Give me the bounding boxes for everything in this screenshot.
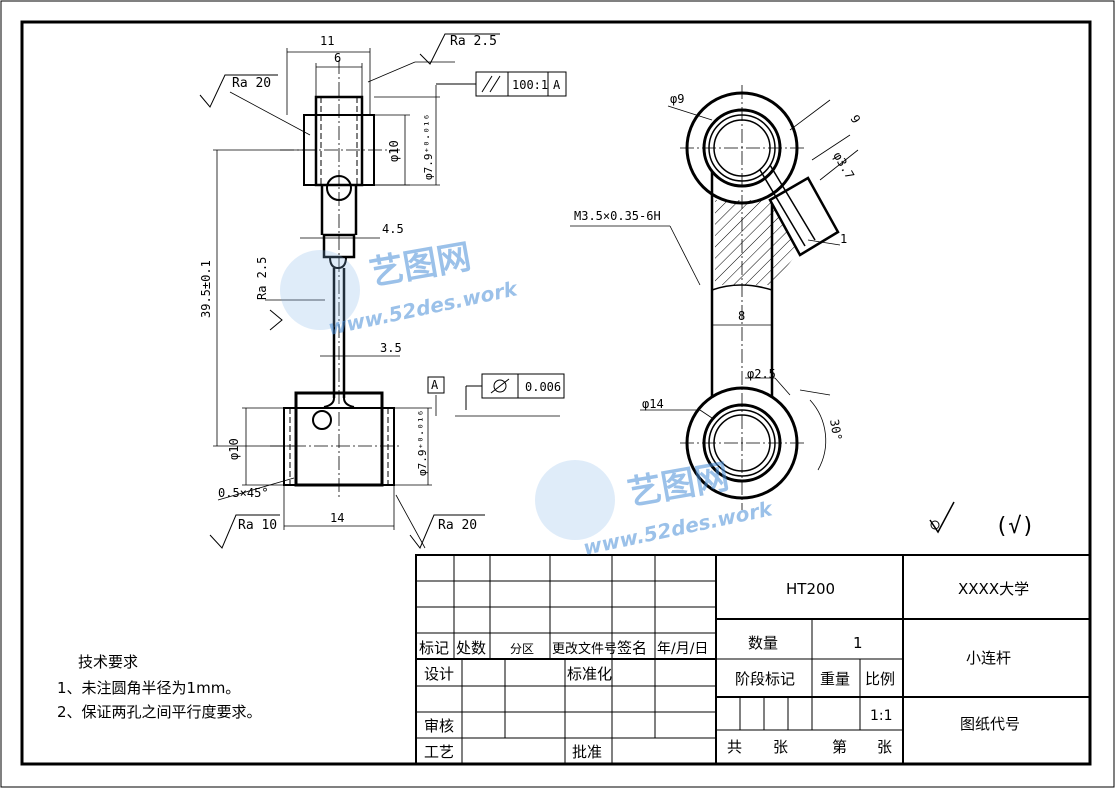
notes-title: 技术要求 — [78, 653, 138, 671]
tb-scale: 比例 — [865, 670, 895, 688]
tb-count: 处数 — [456, 639, 486, 657]
front-dim-text: 11 6 Ra 2.5 Ra 20 100:1 A φ10 φ7.9⁺⁰·⁰¹⁶… — [199, 34, 561, 533]
tb-review: 审核 — [424, 717, 454, 735]
ra-bottom-right: Ra 20 — [438, 518, 477, 533]
thread-spec: M3.5×0.35-6H — [574, 209, 661, 223]
dim-3-5: 3.5 — [380, 341, 402, 355]
tolerance-frames — [427, 71, 567, 410]
d10-top: φ10 — [387, 140, 401, 162]
title-block-text: HT200 XXXX大学 标记 处数 分区 更改文件号 签名 年/月/日 数量 … — [419, 580, 1029, 761]
watermark-brand-1: 艺图网 — [367, 237, 474, 294]
tb-sheet2: 张 — [877, 738, 892, 756]
tb-process: 工艺 — [424, 743, 454, 761]
cylindricity-tol: 0.006 — [525, 380, 561, 394]
title-block-lines — [415, 554, 1091, 765]
material: HT200 — [786, 580, 835, 598]
notes-item-2: 2、保证两孔之间平行度要求。 — [57, 703, 262, 721]
d79-top: φ7.9⁺⁰·⁰¹⁶ — [422, 114, 435, 180]
angle-30: 30° — [827, 418, 845, 442]
dim-9: 9 — [847, 113, 863, 126]
tb-weight: 重量 — [820, 670, 850, 688]
notes-item-1: 1、未注圆角半径为1mm。 — [57, 679, 240, 697]
d10-bottom: φ10 — [227, 438, 241, 460]
ra-left-top: Ra 20 — [232, 76, 271, 91]
tb-sign: 签名 — [617, 639, 647, 657]
side-dims — [570, 99, 859, 471]
tb-drawing-no: 图纸代号 — [960, 715, 1020, 733]
tb-scale-value: 1:1 — [870, 708, 893, 724]
dim-4-5: 4.5 — [382, 222, 404, 236]
dim-14: 14 — [330, 511, 344, 525]
tb-design: 设计 — [424, 665, 454, 683]
tb-mark: 标记 — [419, 639, 449, 657]
parallel-datum: A — [553, 78, 561, 92]
d2-5: φ2.5 — [747, 367, 776, 381]
datum-a: A — [431, 378, 439, 392]
dim-6: 6 — [334, 51, 341, 65]
d14: φ14 — [642, 397, 664, 411]
tb-total: 共 — [727, 738, 742, 756]
ra-mid: Ra 2.5 — [255, 257, 269, 300]
tb-standardize: 标准化 — [567, 665, 612, 683]
parallel-tolerance: 100:1 — [512, 78, 548, 92]
tb-quantity-label: 数量 — [748, 634, 778, 652]
ra-top: Ra 2.5 — [450, 34, 497, 49]
tb-quantity-value: 1 — [853, 634, 863, 652]
tb-page: 第 — [832, 738, 847, 756]
front-dims — [213, 48, 560, 549]
dim-1: 1 — [840, 232, 847, 246]
tb-zone: 分区 — [510, 642, 534, 656]
tb-approve: 批准 — [572, 743, 602, 761]
d9: φ9 — [670, 92, 684, 106]
tb-part-name: 小连杆 — [966, 649, 1011, 667]
len-39: 39.5±0.1 — [199, 260, 213, 318]
chamfer: 0.5×45° — [218, 486, 269, 500]
front-view — [270, 60, 400, 500]
tb-change-doc: 更改文件号 — [552, 642, 617, 657]
dim-8: 8 — [738, 309, 745, 323]
d79-bottom: φ7.9⁺⁰·⁰¹⁶ — [416, 410, 429, 476]
watermark-brand-2: 艺图网 — [625, 457, 732, 514]
tb-date: 年/月/日 — [657, 641, 708, 657]
dim-11: 11 — [320, 34, 334, 48]
tb-stage-mark: 阶段标记 — [735, 670, 795, 688]
roughness-symbols — [199, 33, 955, 549]
ra-bottom-left: Ra 10 — [238, 518, 277, 533]
tb-sheets: 张 — [773, 738, 788, 756]
surface-default: (√) — [995, 514, 1035, 539]
school: XXXX大学 — [958, 580, 1029, 598]
side-view — [680, 85, 840, 510]
technical-notes: 技术要求 1、未注圆角半径为1mm。 2、保证两孔之间平行度要求。 — [57, 653, 262, 721]
